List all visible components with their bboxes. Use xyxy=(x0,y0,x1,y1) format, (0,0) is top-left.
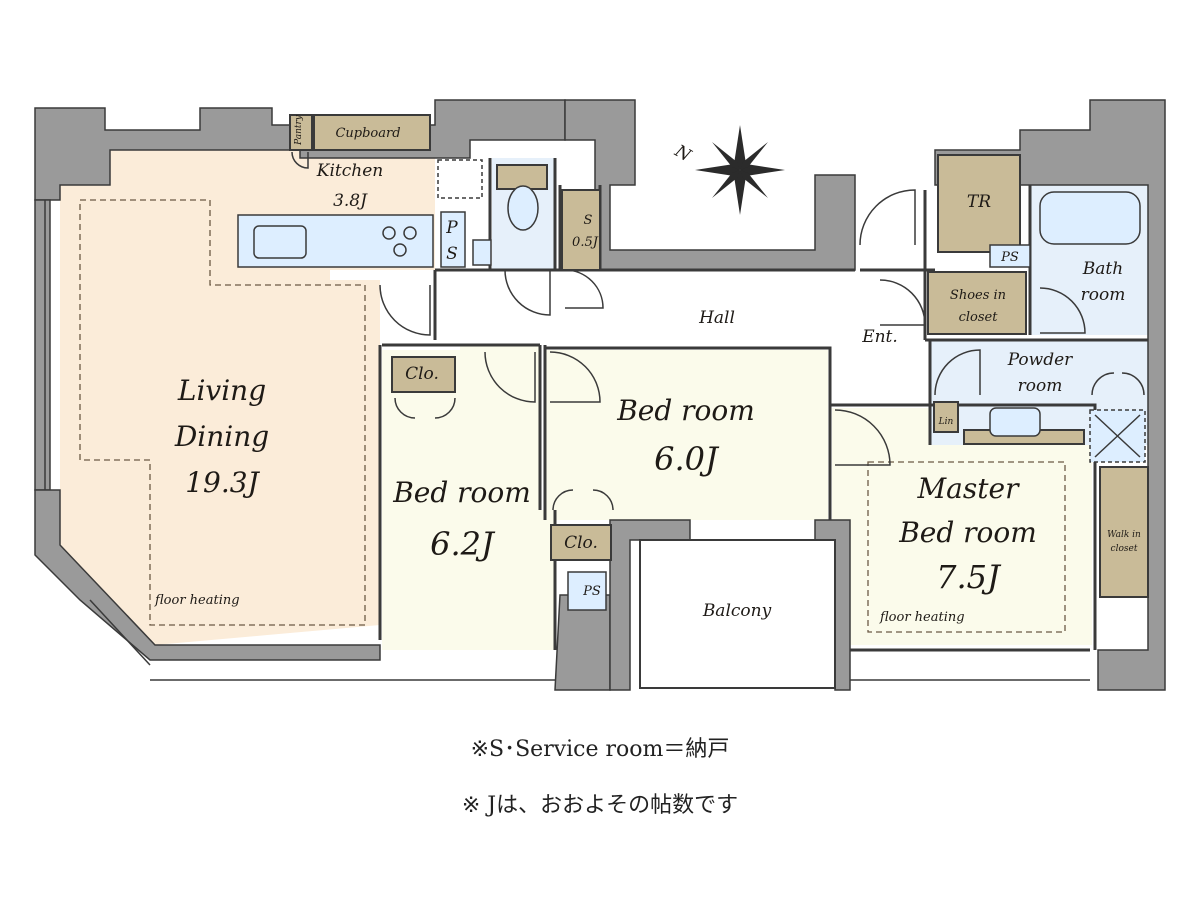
toilet-tank xyxy=(496,164,548,190)
door-pantry[interactable] xyxy=(291,151,309,169)
entrance-label: Ent. xyxy=(861,327,898,347)
wall-north-notch xyxy=(564,99,856,271)
sink xyxy=(253,225,307,259)
ps-shaft xyxy=(440,211,466,268)
closet-bed1-label: Clo. xyxy=(405,364,439,384)
door-living[interactable] xyxy=(379,284,431,336)
linen xyxy=(933,401,959,433)
shoes-label-2: closet xyxy=(959,310,999,325)
wall-balcony-left xyxy=(609,519,691,691)
bed2-size: 6.0J xyxy=(654,440,720,478)
closet-bed1 xyxy=(391,356,456,393)
toilet-cabinet xyxy=(472,239,492,266)
walk-in-label-1: Walk in xyxy=(1107,530,1141,540)
bedroom-1-floor xyxy=(382,345,555,650)
stove-burner-icon xyxy=(393,243,407,257)
bed1-label: Bed room xyxy=(392,476,531,509)
master-bedroom-floor xyxy=(832,408,1092,645)
bedroom-2-floor xyxy=(545,350,828,520)
master-label-1: Master xyxy=(917,472,1021,505)
bathtub xyxy=(1039,191,1141,245)
master-label-2: Bed room xyxy=(898,516,1037,549)
bed1-size: 6.2J xyxy=(430,525,496,563)
powder-label-1: Powder xyxy=(1007,350,1073,370)
door-toilet[interactable] xyxy=(504,269,551,316)
service-size: 0.5J xyxy=(572,235,599,250)
vanity-sink xyxy=(989,407,1041,437)
note-jo-size: ※ Jは、おおよその帖数です xyxy=(461,793,739,818)
toilet-icon xyxy=(507,185,539,231)
living-floor-heating: floor heating xyxy=(154,593,240,608)
door-closet-bed1[interactable] xyxy=(394,397,456,419)
ps-bed-label: PS xyxy=(582,584,601,599)
pantry-label: Pantry xyxy=(294,114,304,146)
master-size: 7.5J xyxy=(936,558,1002,596)
wall-bottom-left xyxy=(34,489,381,661)
closet-bed2 xyxy=(550,524,612,561)
door-bed1[interactable] xyxy=(484,351,536,403)
living-dining-floor xyxy=(60,150,435,645)
ps-label-2: S xyxy=(446,244,458,264)
floor-heating-living xyxy=(79,199,366,626)
living-label-2: Dining xyxy=(174,420,269,453)
compass-north-label: N xyxy=(670,141,695,167)
walk-in-closet xyxy=(1099,466,1149,598)
walk-in-label-2: closet xyxy=(1111,544,1138,554)
door-master[interactable] xyxy=(834,409,891,466)
closet-bed2-label: Clo. xyxy=(564,533,598,553)
kitchen-label: Kitchen xyxy=(316,161,383,181)
cupboard xyxy=(313,114,431,151)
interior-walls xyxy=(378,158,1148,652)
ps-label-1: P xyxy=(445,218,458,238)
living-label-1: Living xyxy=(177,374,266,407)
door-shoes[interactable] xyxy=(879,279,926,326)
powder-label-2: room xyxy=(1018,376,1063,396)
service-label: S xyxy=(584,213,593,228)
door-powder[interactable] xyxy=(934,349,981,396)
door-bath[interactable] xyxy=(1039,287,1086,334)
hall-label: Hall xyxy=(698,308,735,328)
floor-heating-master xyxy=(867,461,1066,633)
ps-bath-label: PS xyxy=(1000,250,1019,265)
master-floor-heating: floor heating xyxy=(879,610,965,625)
tr-label: TR xyxy=(967,192,991,212)
compass-icon xyxy=(695,125,785,215)
stove-burner-icon xyxy=(382,226,396,240)
tr-storage xyxy=(937,154,1021,253)
living-size: 19.3J xyxy=(185,466,260,499)
pantry xyxy=(289,114,313,151)
ps-shaft-bath xyxy=(989,244,1031,268)
bed2-label: Bed room xyxy=(616,394,755,427)
window-diagonal xyxy=(89,599,151,666)
balcony-label: Balcony xyxy=(702,601,772,621)
door-entrance[interactable] xyxy=(859,189,916,246)
door-washer[interactable] xyxy=(1091,372,1145,396)
door-bed2[interactable] xyxy=(549,351,601,403)
kitchen-counter xyxy=(237,214,434,268)
shoes-label-1: Shoes in xyxy=(950,288,1006,303)
fridge-space xyxy=(437,159,483,199)
door-closet-bed2[interactable] xyxy=(552,489,614,511)
service-room xyxy=(561,189,601,271)
linen-label: Lin xyxy=(938,417,954,427)
wall-left xyxy=(34,199,51,491)
balcony-area xyxy=(639,539,836,689)
bath-label-2: room xyxy=(1081,285,1126,305)
ps-shaft-bed xyxy=(567,571,607,611)
note-service-room: ※S･Service room＝納戸 xyxy=(470,737,730,762)
kitchen-size: 3.8J xyxy=(333,191,368,211)
washer-drain-icon xyxy=(1094,414,1141,458)
shoes-closet xyxy=(927,271,1027,335)
bath-label-1: Bath xyxy=(1082,259,1123,279)
cupboard-label: Cupboard xyxy=(335,126,400,141)
stove-burner-icon xyxy=(403,226,417,240)
door-service[interactable] xyxy=(564,269,604,309)
